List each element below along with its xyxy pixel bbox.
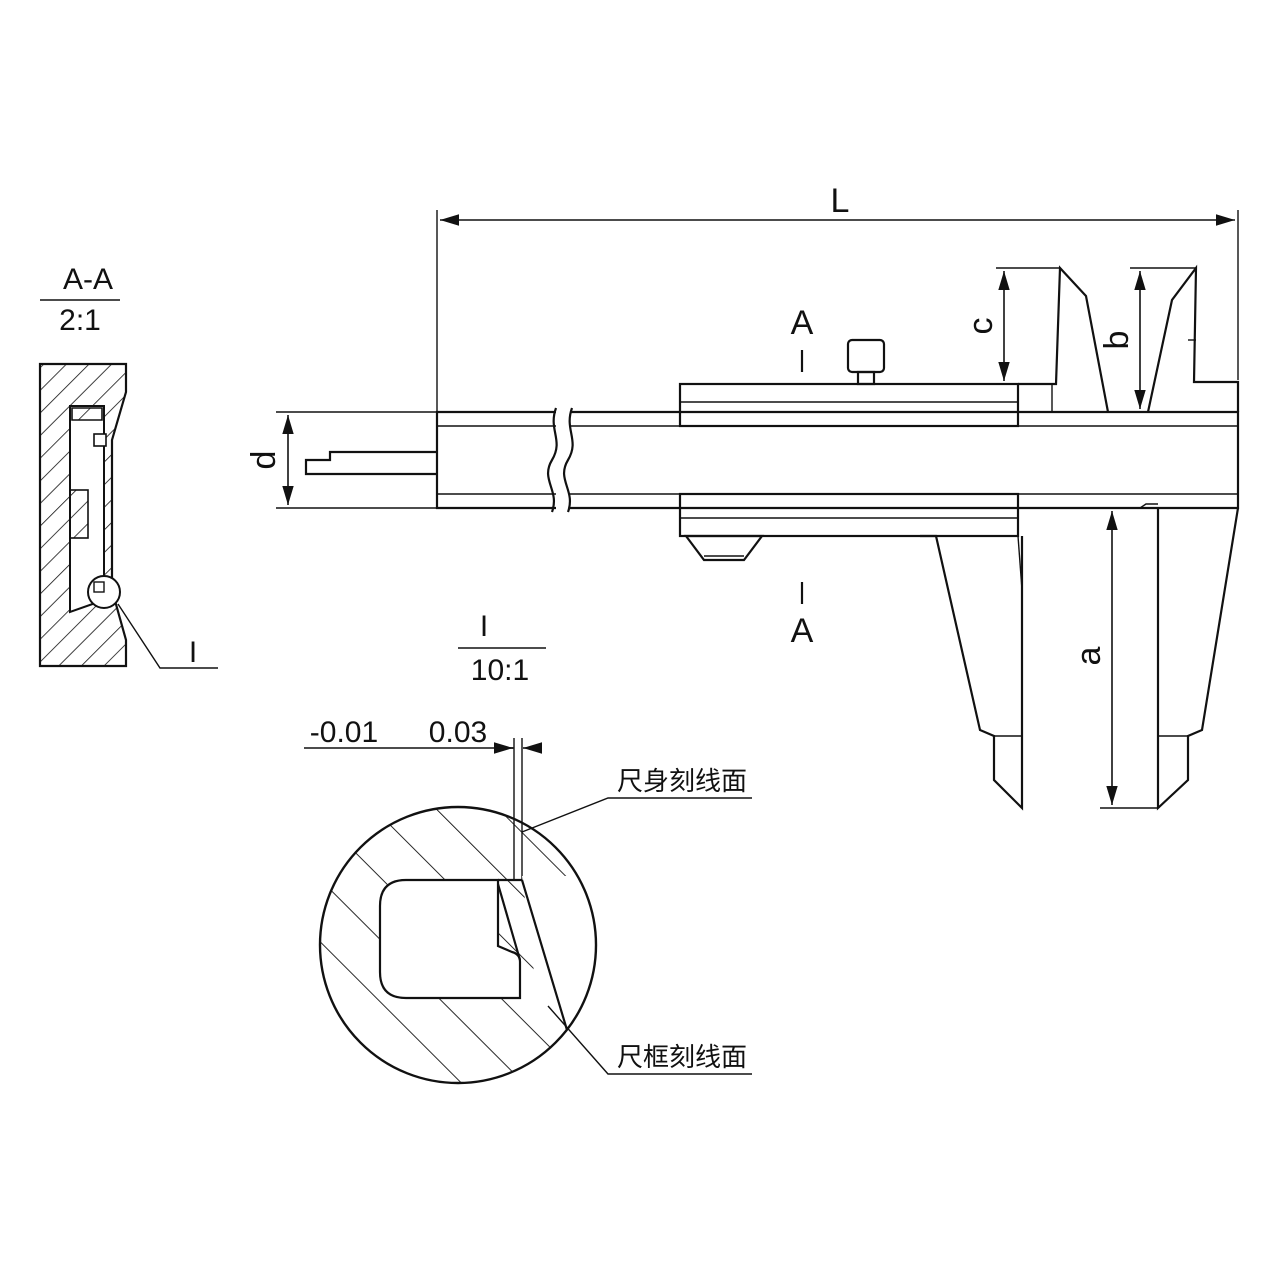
section-mark-top: A — [791, 304, 814, 342]
detail-circle — [318, 805, 598, 1085]
tol-plus: 0.03 — [429, 716, 487, 749]
beam-left — [435, 410, 556, 510]
dim-d-label: d — [245, 451, 283, 470]
section-title: A-A — [63, 263, 113, 296]
dim-a-label: a — [1070, 646, 1108, 665]
detail-marker-label: I — [189, 636, 197, 669]
section-mark-bottom: A — [791, 612, 814, 650]
locking-screw-head — [846, 338, 886, 374]
sliding-frame-bottom — [678, 492, 1020, 538]
frame-surface-label: 尺框刻线面 — [617, 1042, 747, 1072]
lower-jaw-sliding — [920, 534, 1024, 811]
upper-jaw-sliding — [1018, 265, 1110, 413]
section-view: A-A 2:1 I — [38, 263, 218, 669]
ruler-surface-label: 尺身刻线面 — [617, 766, 747, 796]
detail-groove — [378, 878, 522, 1000]
locking-screw-stem — [856, 370, 876, 386]
upper-jaw-fixed — [1146, 264, 1240, 413]
thumb-wheel — [683, 534, 765, 562]
detail-title: I — [480, 610, 488, 643]
tol-minus: -0.01 — [310, 716, 378, 749]
sliding-frame-top — [678, 382, 1020, 428]
dim-c-label: c — [962, 318, 1000, 335]
ruler-surface-leader — [521, 797, 752, 833]
lower-jaw-fixed — [1156, 507, 1240, 811]
dim-b-label: b — [1098, 331, 1136, 350]
detail-leader — [117, 603, 218, 669]
dim-L-label: L — [831, 182, 850, 220]
beam-right — [570, 410, 1240, 510]
detail-scale: 10:1 — [471, 654, 529, 687]
caliper-main-view: L d A A — [245, 182, 1240, 811]
detail-view: I 10:1 -0.01 0.03 尺身刻线面 尺框刻线面 — [304, 610, 752, 1085]
depth-rod — [304, 450, 437, 476]
section-scale: 2:1 — [59, 304, 101, 337]
frame-surface-leader — [547, 1005, 752, 1075]
